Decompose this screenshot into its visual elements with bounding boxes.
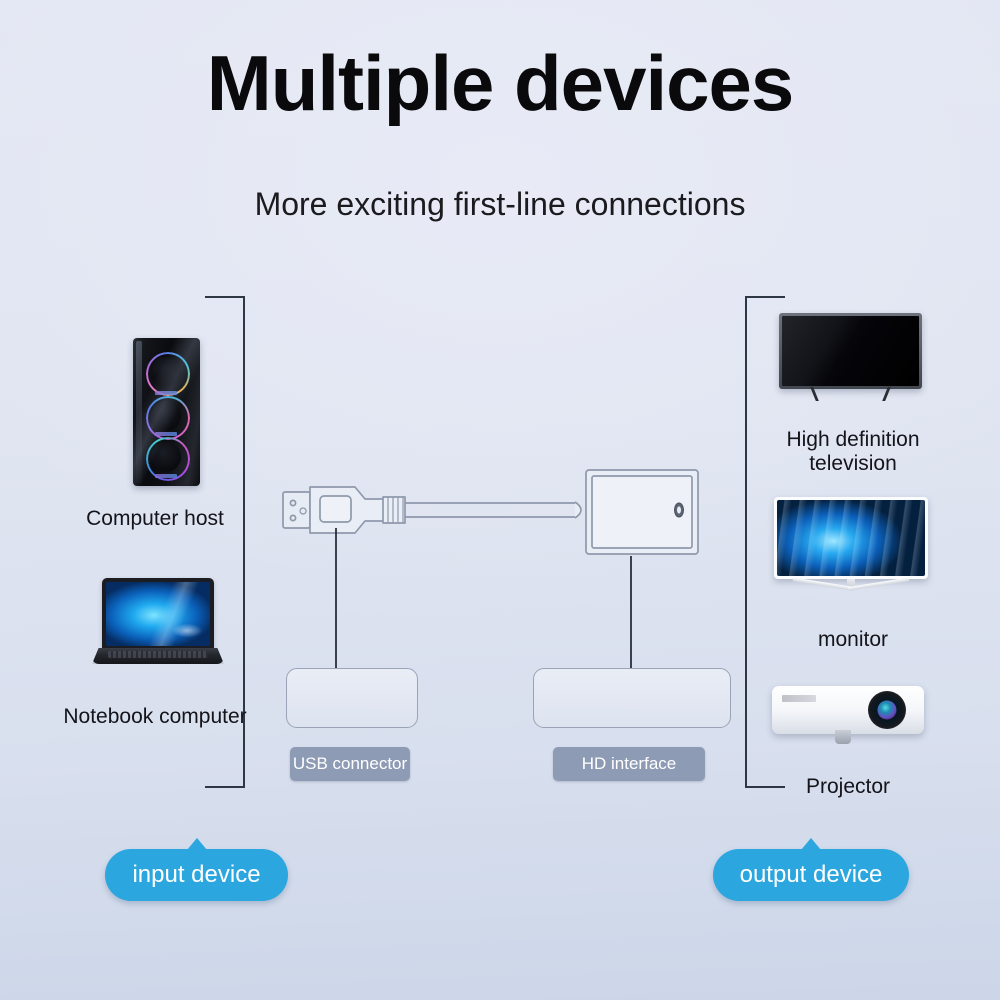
laptop-icon (92, 578, 224, 676)
usb-connector-badge: USB connector (290, 747, 410, 781)
projector-icon (772, 686, 924, 748)
input-device-callout[interactable]: input device (105, 838, 288, 901)
output-group-bracket (745, 296, 785, 788)
pc-tower-icon (133, 338, 200, 486)
monitor-label: monitor (817, 628, 889, 651)
monitor-icon (774, 497, 928, 607)
hd-interface-card[interactable] (533, 668, 731, 728)
hd-interface-badge: HD interface (553, 747, 705, 781)
page-title: Multiple devices (206, 39, 795, 127)
television-icon (779, 313, 922, 401)
projector-label: Projector (805, 775, 891, 798)
high-definition-television-label: High definition television (786, 428, 920, 475)
input-group-bracket (205, 296, 245, 788)
computer-host-label: Computer host (86, 507, 224, 530)
notebook-computer-label: Notebook computer (63, 705, 247, 728)
output-device-callout[interactable]: output device (713, 838, 909, 901)
usb-connector-card[interactable] (286, 668, 418, 728)
page-subtitle: More exciting first-line connections (254, 186, 746, 222)
